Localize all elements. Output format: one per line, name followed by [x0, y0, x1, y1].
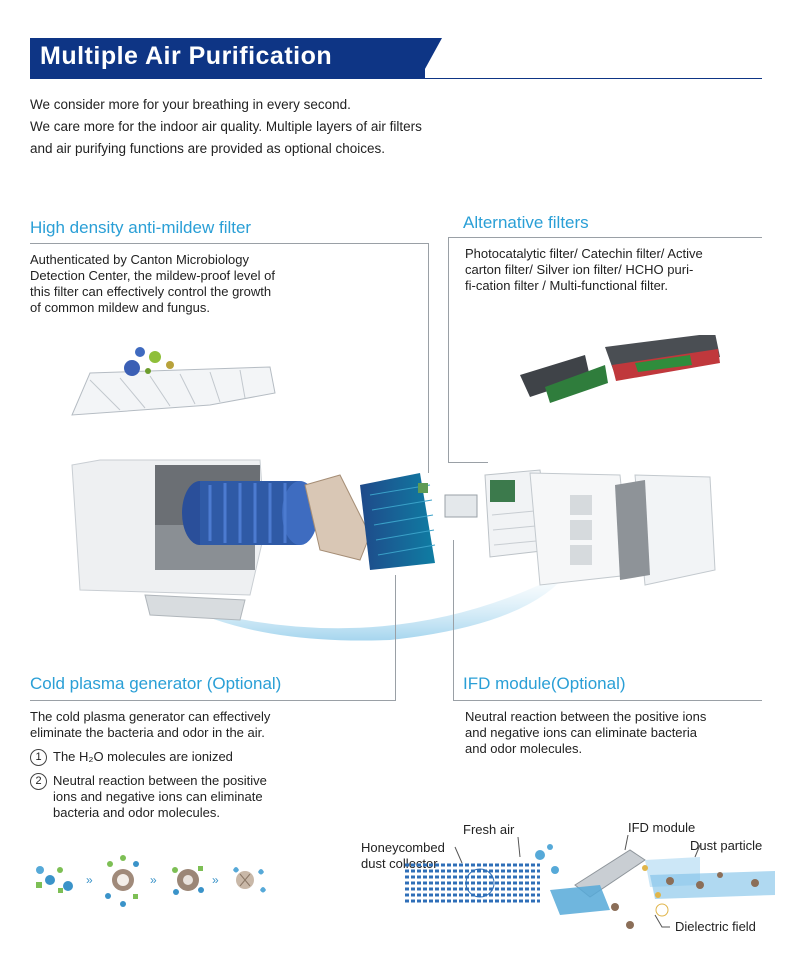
plasma-text: The cold plasma generator can effectivel… — [30, 709, 270, 741]
intro-line: and air purifying functions are provided… — [30, 141, 385, 156]
fresh-air-label: Fresh air — [463, 822, 515, 837]
list-item: 2 Neutral reaction between the positive … — [30, 773, 267, 821]
dielectric-field-label: Dielectric field — [675, 919, 756, 934]
alternative-rule — [448, 237, 762, 238]
ionization-process-graphic: » » » — [36, 855, 266, 907]
intro-line: We care more for the indoor air quality.… — [30, 119, 422, 134]
text-line: Photocatalytic filter/ Catechin filter/ … — [465, 246, 703, 261]
alternative-filters-graphic — [520, 335, 720, 403]
arrow-icon: » — [150, 873, 157, 887]
plasma-list: 1 The H₂O molecules are ionized 2 Neutra… — [30, 749, 267, 821]
honeycombed-label: Honeycombed dust collector — [361, 840, 445, 872]
plasma-generator-graphic — [418, 483, 428, 493]
plasma-leader-line — [395, 575, 396, 700]
leader-line — [517, 836, 521, 858]
plasma-rule — [30, 700, 396, 701]
ifd-leader-line — [453, 540, 454, 700]
ionizing-molecule-icon — [105, 855, 139, 907]
mildew-filter-graphic — [71, 347, 276, 416]
ifd-title: IFD module(Optional) — [463, 674, 626, 693]
plasma-title: Cold plasma generator (Optional) — [30, 674, 282, 693]
header-underline — [30, 78, 762, 79]
text-line: dust collector — [361, 856, 438, 871]
page-title: Multiple Air Purification — [40, 42, 333, 70]
ifd-rule — [453, 700, 762, 701]
honeycomb-collector-graphic — [405, 863, 540, 903]
leader-line — [654, 914, 670, 928]
text-line: The cold plasma generator can effectivel… — [30, 709, 271, 724]
ifd-text: Neutral reaction between the positive io… — [465, 709, 706, 757]
molecule-cluster-icon — [36, 866, 73, 893]
header-banner-tail — [420, 38, 442, 78]
intro-line: We consider more for your breathing in e… — [30, 97, 351, 112]
text-line: and negative ions can eliminate bacteria — [465, 725, 697, 740]
mildew-leader-line — [428, 243, 429, 473]
text-line: carton filter/ Silver ion filter/ HCHO p… — [465, 262, 694, 277]
text-line: Detection Center, the mildew-proof level… — [30, 268, 275, 283]
text-line: of common mildew and fungus. — [30, 300, 210, 315]
header-banner — [30, 38, 425, 78]
text-line: eliminate the bacteria and odor in the a… — [30, 725, 265, 740]
alternative-leader-line — [448, 237, 449, 462]
front-panel-graphic — [529, 472, 716, 586]
ifd-module-label: IFD module — [628, 820, 696, 835]
ifd-working-diagram — [405, 835, 775, 929]
text-line: ions and negative ions can eliminate — [53, 789, 263, 804]
mildew-rule — [30, 243, 428, 244]
arrow-icon: » — [86, 873, 93, 887]
text-line: Neutral reaction between the positive io… — [465, 709, 707, 724]
leader-line — [624, 835, 629, 851]
decomposed-molecule-icon — [233, 867, 266, 893]
text-line: and odor molecules. — [465, 741, 583, 756]
list-item-text: Neutral reaction between the positive io… — [53, 773, 267, 821]
alternative-text: Photocatalytic filter/ Catechin filter/ … — [465, 246, 703, 294]
leader-line — [694, 844, 701, 858]
mildew-title: High density anti-mildew filter — [30, 218, 252, 237]
leader-line — [454, 846, 463, 864]
cross-flow-fan-graphic — [182, 481, 318, 545]
text-line: fi-cation filter / Multi-functional filt… — [465, 278, 669, 293]
text-line: Honeycombed — [361, 840, 445, 855]
ifd-module-graphic — [550, 849, 775, 915]
fresh-air-bubbles-graphic — [535, 844, 559, 874]
dust-particles-graphic — [611, 865, 759, 929]
number-badge: 2 — [30, 773, 47, 790]
evaporator-coil-graphic — [304, 473, 436, 570]
dust-particle-label: Dust particle — [690, 838, 763, 853]
alternative-leader-foot — [448, 462, 488, 463]
number-badge: 1 — [30, 749, 47, 766]
text-line: this filter can effectively control the … — [30, 284, 272, 299]
neutralizing-molecule-icon — [172, 866, 204, 895]
arrow-icon: » — [212, 873, 219, 887]
text-line: Authenticated by Canton Microbiology — [30, 252, 249, 267]
list-item: 1 The H₂O molecules are ionized — [30, 749, 267, 766]
ifd-module-graphic — [444, 494, 478, 518]
air-conditioner-exploded-illustration — [71, 335, 720, 641]
text-line: Neutral reaction between the positive — [53, 773, 267, 788]
text-line: bacteria and odor molecules. — [53, 805, 220, 820]
air-flow-shape — [180, 570, 570, 641]
alternative-title: Alternative filters — [463, 213, 589, 232]
intro-text: We consider more for your breathing in e… — [30, 94, 422, 160]
list-item-text: The H₂O molecules are ionized — [53, 749, 233, 764]
mildew-text: Authenticated by Canton Microbiology Det… — [30, 252, 275, 316]
